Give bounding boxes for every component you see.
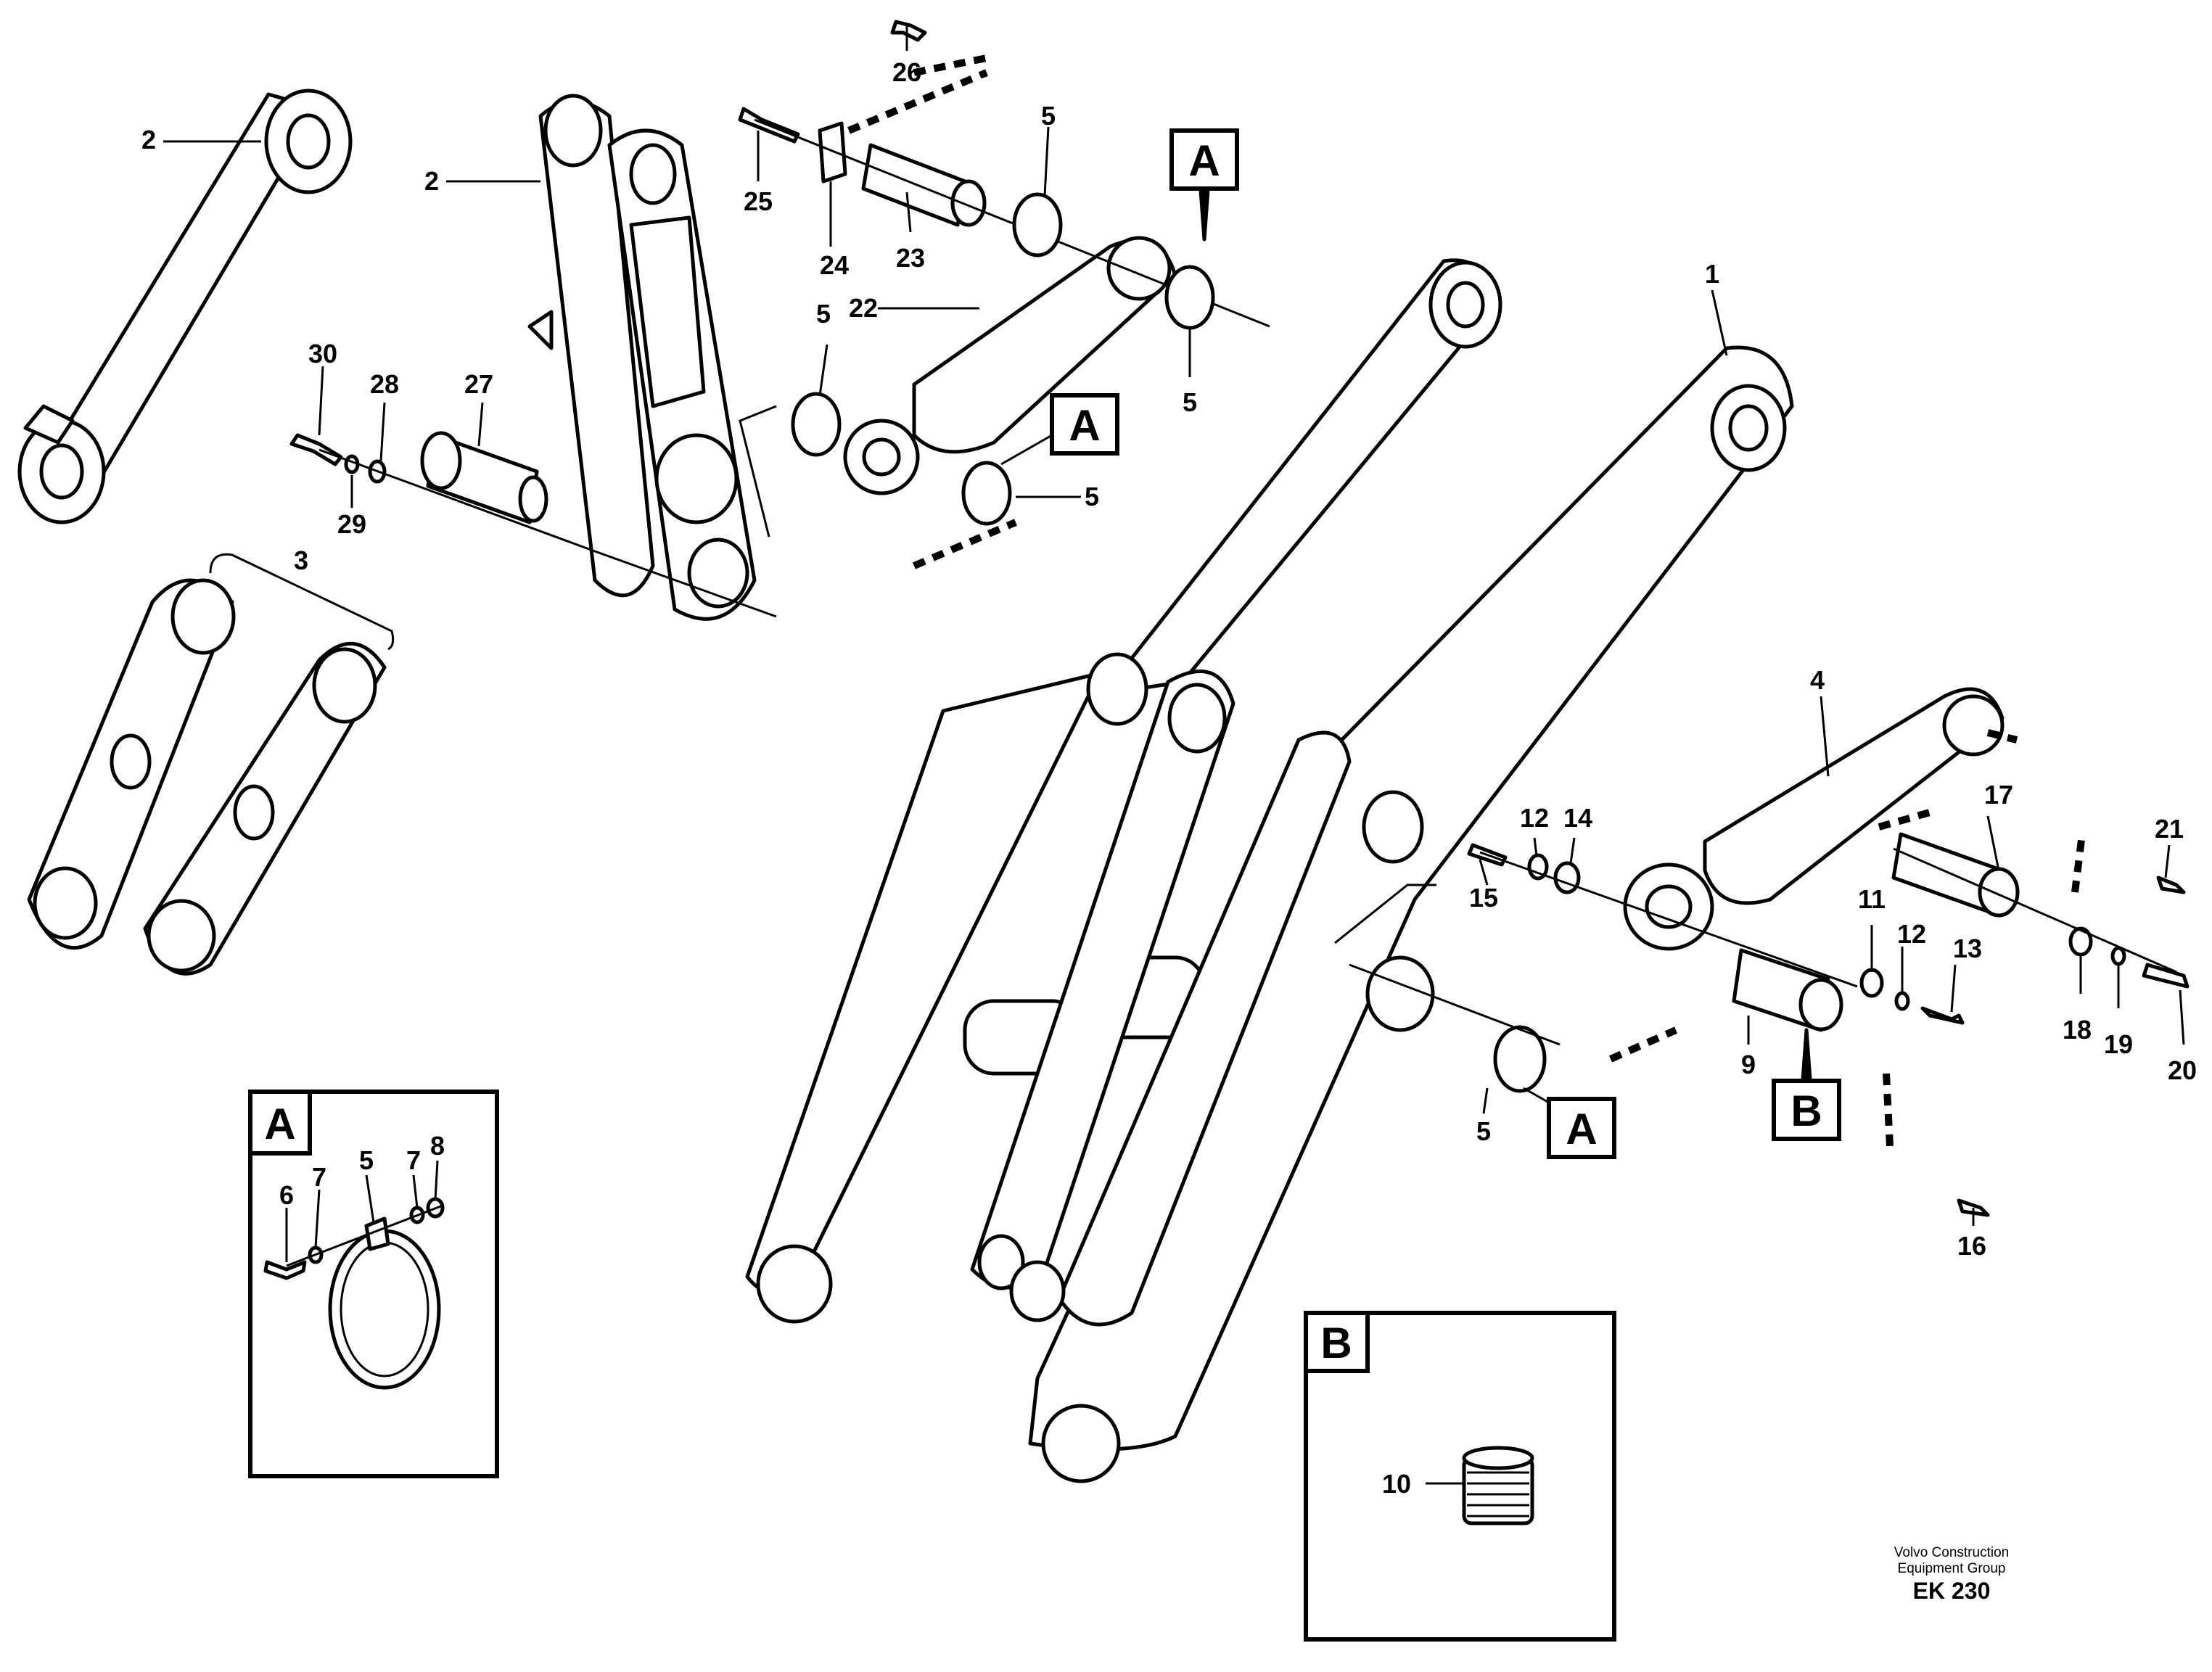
label-16: 16 [1957,1231,1986,1261]
snap-rings [791,192,1547,1093]
label-15: 15 [1469,883,1498,913]
label-leaders [163,25,2185,1485]
part-26-bolt [890,20,927,42]
label-8: 8 [430,1131,445,1161]
part-4-cylinder [1623,687,2005,951]
label-5-bottom: 5 [1476,1116,1491,1146]
caption-line-2: Equipment Group [1897,1561,2006,1576]
label-24: 24 [820,250,849,280]
label-13: 13 [1953,934,1982,963]
label-29: 29 [337,509,366,539]
label-5-detail: 5 [359,1145,374,1175]
svg-text:A: A [1069,401,1100,450]
publisher-caption: Volvo Construction Equipment Group EK 23… [1857,1545,2046,1605]
part-30-bolt [289,433,343,466]
part-24-lock-plate [818,121,847,184]
callout-a-2: A [1000,393,1119,466]
part-23-pin [861,143,987,227]
label-10: 10 [1382,1469,1411,1499]
part-1-lift-arm-frame [745,258,1794,1483]
label-1: 1 [1705,259,1719,289]
label-2-rod: 2 [141,125,156,155]
label-21: 21 [2155,814,2184,844]
svg-text:A: A [1566,1105,1597,1153]
detail-a-inset: A [248,1090,499,1478]
callout-b-1: B [1772,1028,1841,1141]
detail-b-inset: B [1304,1311,1616,1642]
part-2-bell-crank [527,94,757,621]
part-22-cylinder [843,236,1177,495]
part-2-link-rod [17,88,353,524]
label-7-right: 7 [406,1145,421,1175]
label-5-lower: 5 [1085,482,1099,511]
part-number-labels: 2 2 1 3 4 26 25 24 23 22 5 5 5 5 5 30 28… [141,57,2197,1499]
label-30: 30 [308,339,337,368]
part-10-plug [1462,1446,1534,1525]
label-27: 27 [464,369,493,399]
label-28: 28 [370,369,399,399]
label-25: 25 [744,186,773,216]
part-17-pin [1891,832,2020,918]
label-6: 6 [279,1180,294,1210]
label-23: 23 [896,243,925,273]
part-3-links [27,553,395,976]
label-5-top: 5 [1041,101,1056,131]
label-12-left: 12 [1520,803,1549,833]
part-9-pin [1732,948,1843,1032]
caption-code: EK 230 [1912,1578,1991,1604]
label-12-right: 12 [1897,919,1926,949]
label-26: 26 [892,57,921,87]
callout-a-1: A [1169,128,1239,242]
label-7-left: 7 [312,1162,326,1192]
svg-text:B: B [1790,1087,1822,1135]
label-5-right: 5 [1183,387,1197,417]
svg-text:A: A [264,1100,295,1148]
label-11: 11 [1858,884,1886,914]
label-18: 18 [2063,1015,2092,1045]
small-hardware-right [1467,843,2190,1217]
label-2-crank: 2 [424,166,439,196]
label-17: 17 [1984,780,2013,810]
label-19: 19 [2104,1029,2133,1059]
svg-text:B: B [1320,1319,1352,1367]
svg-text:A: A [1188,136,1220,185]
callout-a-3: A [1523,1087,1616,1159]
label-20: 20 [2168,1055,2197,1085]
label-14: 14 [1563,803,1592,833]
label-4: 4 [1810,665,1825,695]
part-27-pin [420,431,548,524]
label-9: 9 [1741,1050,1756,1079]
label-22: 22 [849,293,878,323]
caption-line-1: Volvo Construction [1894,1545,2010,1560]
label-5-mid: 5 [816,299,831,329]
dashed-reference-lines [847,54,2086,1147]
label-3: 3 [294,545,308,575]
